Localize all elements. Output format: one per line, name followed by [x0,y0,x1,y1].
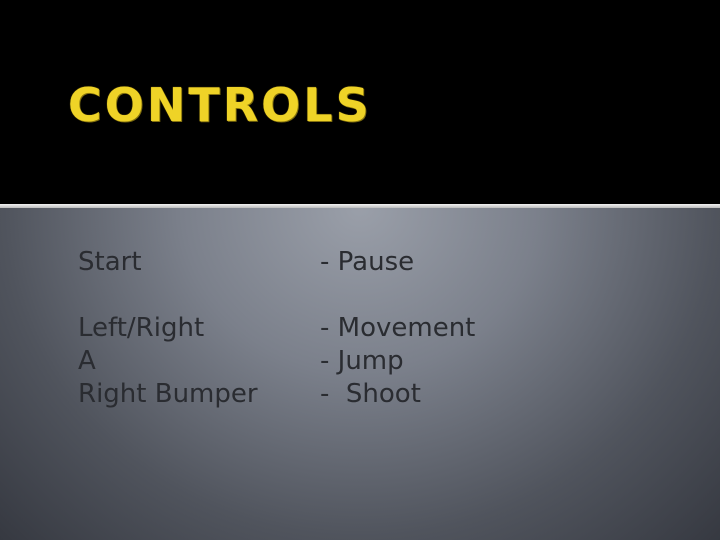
header-divider [0,204,720,208]
slide-title: CONTROLS [68,78,372,132]
control-row-start: Start - Pause [78,246,475,279]
control-action: - Jump [320,346,404,376]
control-row-left-right: Left/Right - Movement [78,312,475,345]
control-action: - Movement [320,313,476,343]
control-key: Right Bumper [78,379,258,409]
control-key: A [78,346,96,376]
control-key: Start [78,247,142,277]
slide-content: Start - Pause Left/Right - Movement A - … [0,208,720,540]
control-row-a: A - Jump [78,345,475,378]
control-key: Left/Right [78,313,205,343]
controls-list: Start - Pause Left/Right - Movement A - … [78,246,475,411]
control-action: - Pause [320,247,415,277]
control-row-right-bumper: Right Bumper - Shoot [78,378,475,411]
control-action: - Shoot [320,379,421,409]
slide-header: CONTROLS [0,0,720,204]
